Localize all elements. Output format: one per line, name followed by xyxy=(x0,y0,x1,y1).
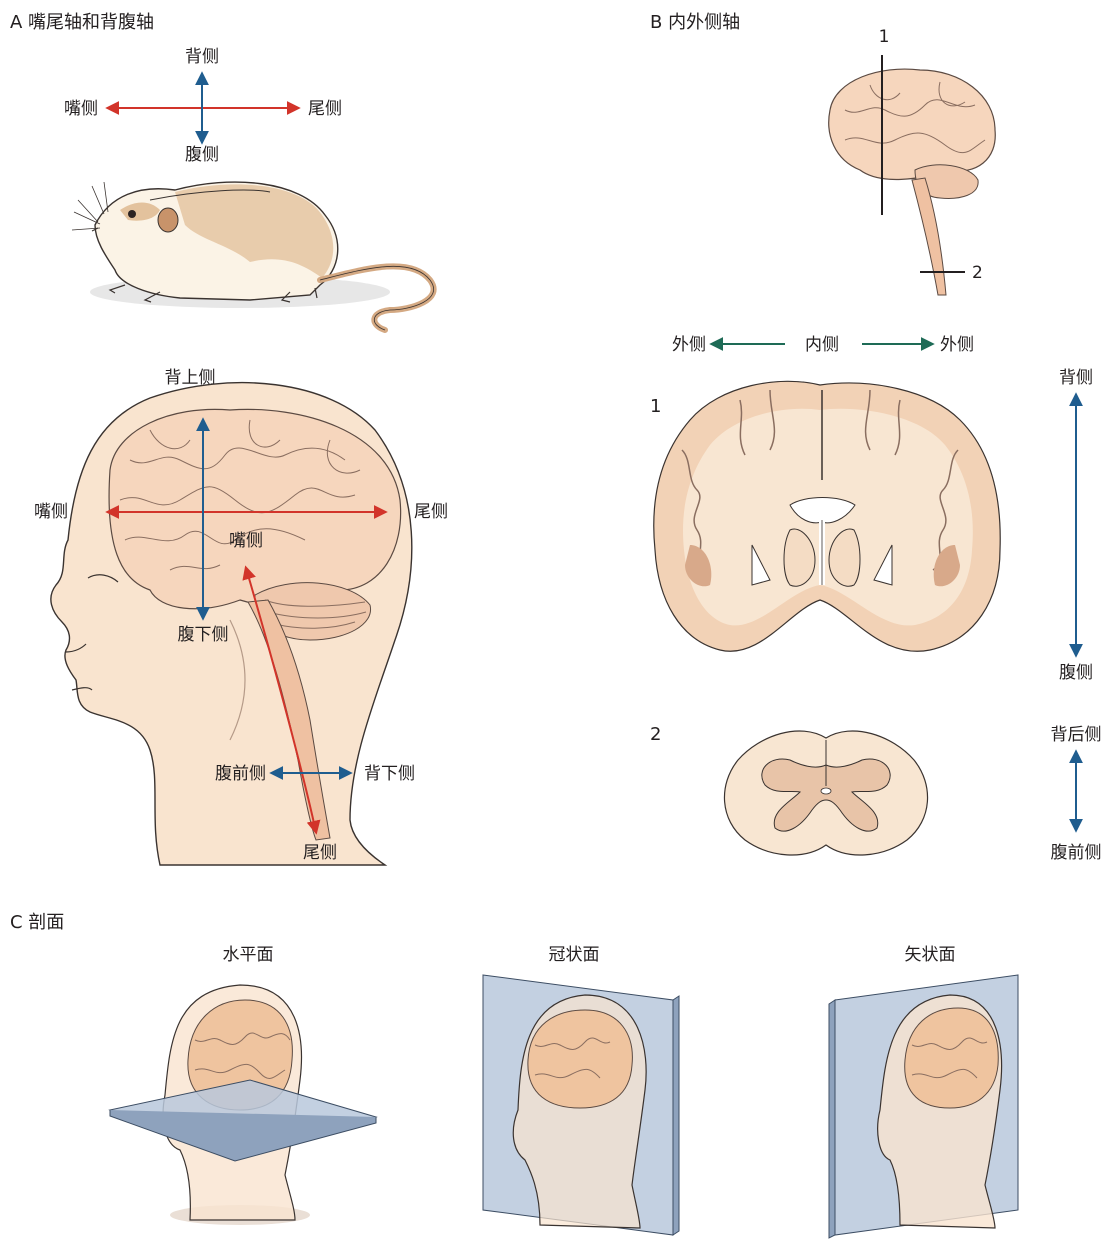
panel-a-title: A 嘴尾轴和背腹轴 xyxy=(10,12,154,33)
head-rostral-label: 嘴侧 xyxy=(34,502,68,522)
rat-dorsal-label: 背侧 xyxy=(185,47,219,67)
rat-axis-cross: 背侧 腹侧 嘴侧 尾侧 xyxy=(64,47,342,165)
coronal-section-number: 1 xyxy=(650,396,661,417)
section-marker-1: 1 xyxy=(879,27,890,47)
horizontal-plane-label: 水平面 xyxy=(223,945,274,965)
spinal-ventral-anterior-label: 腹前侧 xyxy=(1051,843,1102,863)
ventral-anterior-label: 腹前侧 xyxy=(215,764,266,784)
spinal-dorsal-posterior-label: 背后侧 xyxy=(1051,725,1102,745)
coronal-ventral-label: 腹侧 xyxy=(1059,663,1093,683)
sagittal-plane-label: 矢状面 xyxy=(905,945,956,965)
coronal-dorsal-label: 背侧 xyxy=(1059,368,1093,388)
horizontal-plane-head xyxy=(110,985,376,1225)
coronal-plane-label: 冠状面 xyxy=(549,945,600,965)
rat-illustration xyxy=(72,182,434,330)
whole-brain-lateral-view xyxy=(829,55,996,295)
coronal-brain-section xyxy=(654,381,1000,651)
section-marker-2: 2 xyxy=(972,263,983,283)
head-caudal-label: 尾侧 xyxy=(414,502,448,522)
spinal-section-number: 2 xyxy=(650,724,661,745)
rat-rostral-label: 嘴侧 xyxy=(64,99,98,119)
ventral-inferior-label: 腹下侧 xyxy=(178,625,229,645)
dorsal-inferior-label: 背下侧 xyxy=(364,764,415,784)
medial-label: 内侧 xyxy=(805,335,839,355)
human-head-illustration xyxy=(51,383,412,865)
rat-ventral-label: 腹侧 xyxy=(185,145,219,165)
spinal-cord-cross-section xyxy=(724,731,927,855)
lateral-left-label: 外侧 xyxy=(672,335,706,355)
rat-caudal-label: 尾侧 xyxy=(308,99,342,119)
sagittal-plane-head xyxy=(829,975,1018,1238)
panel-b-title: B 内外侧轴 xyxy=(650,12,740,33)
coronal-plane-head xyxy=(483,975,679,1235)
lateral-right-label: 外侧 xyxy=(940,335,974,355)
brainstem-rostral-label: 嘴侧 xyxy=(229,531,263,551)
caudal-bottom-label: 尾侧 xyxy=(303,843,337,863)
panel-c-title: C 剖面 xyxy=(10,912,64,933)
